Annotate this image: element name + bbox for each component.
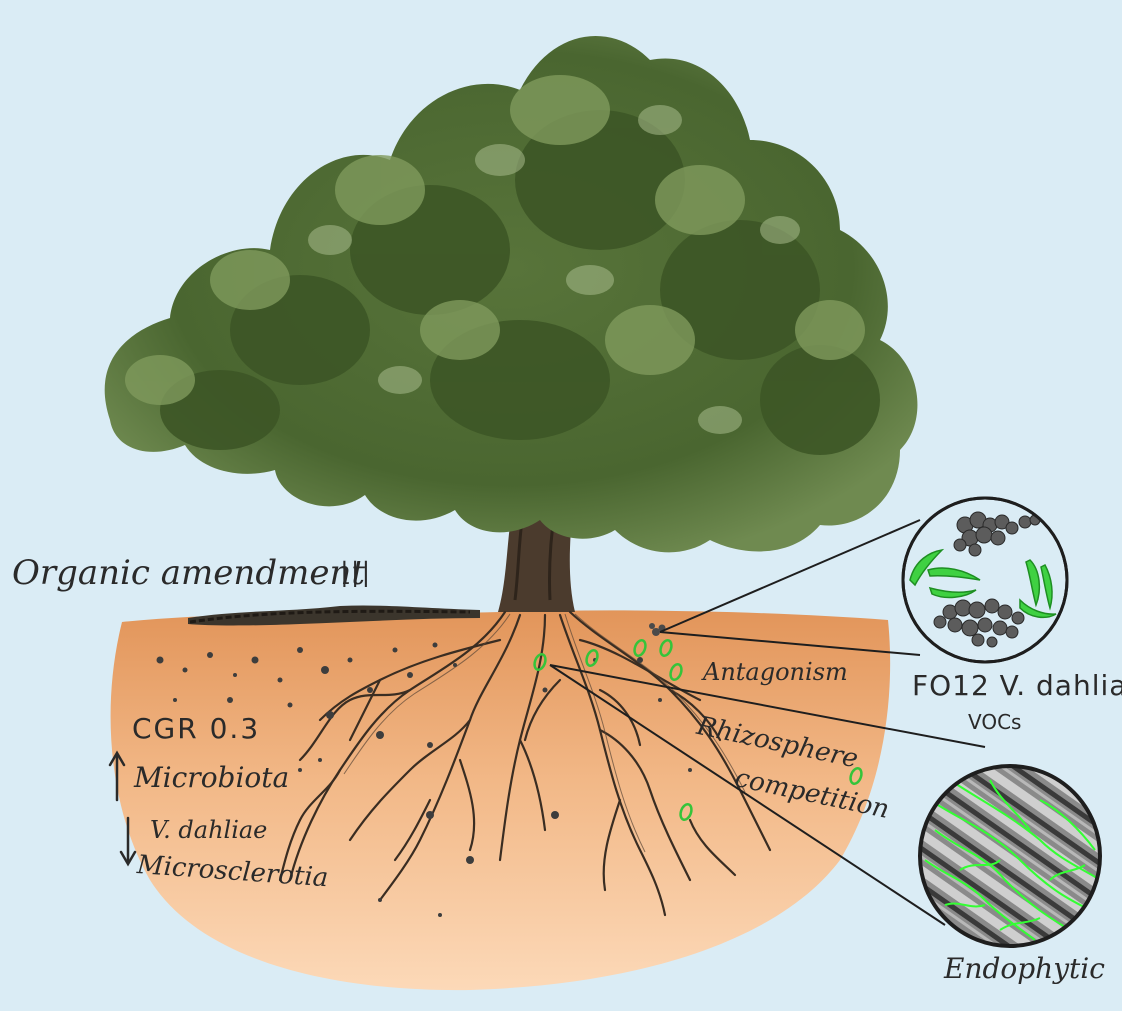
label-amendment-marks: ||| — [340, 560, 372, 586]
label-endophytic: Endophytic — [944, 955, 1105, 983]
label-organic-amendment: Organic amendment — [12, 556, 365, 590]
label-vocs: VOCs — [968, 712, 1021, 732]
vocs-zoom-circle — [903, 498, 1067, 662]
label-antagonism: Antagonism — [703, 660, 848, 684]
label-fo12-vdahliae: FO12 V. dahliae — [912, 672, 1122, 700]
endophytic-zoom-circle — [915, 760, 1110, 955]
tree-canopy — [105, 36, 918, 552]
label-cgr: CGR 0.3 — [132, 715, 260, 743]
label-v-dahliae: V. dahliae — [150, 818, 267, 842]
olive-tree — [105, 36, 918, 612]
label-microbiota: Microbiota — [134, 764, 289, 792]
